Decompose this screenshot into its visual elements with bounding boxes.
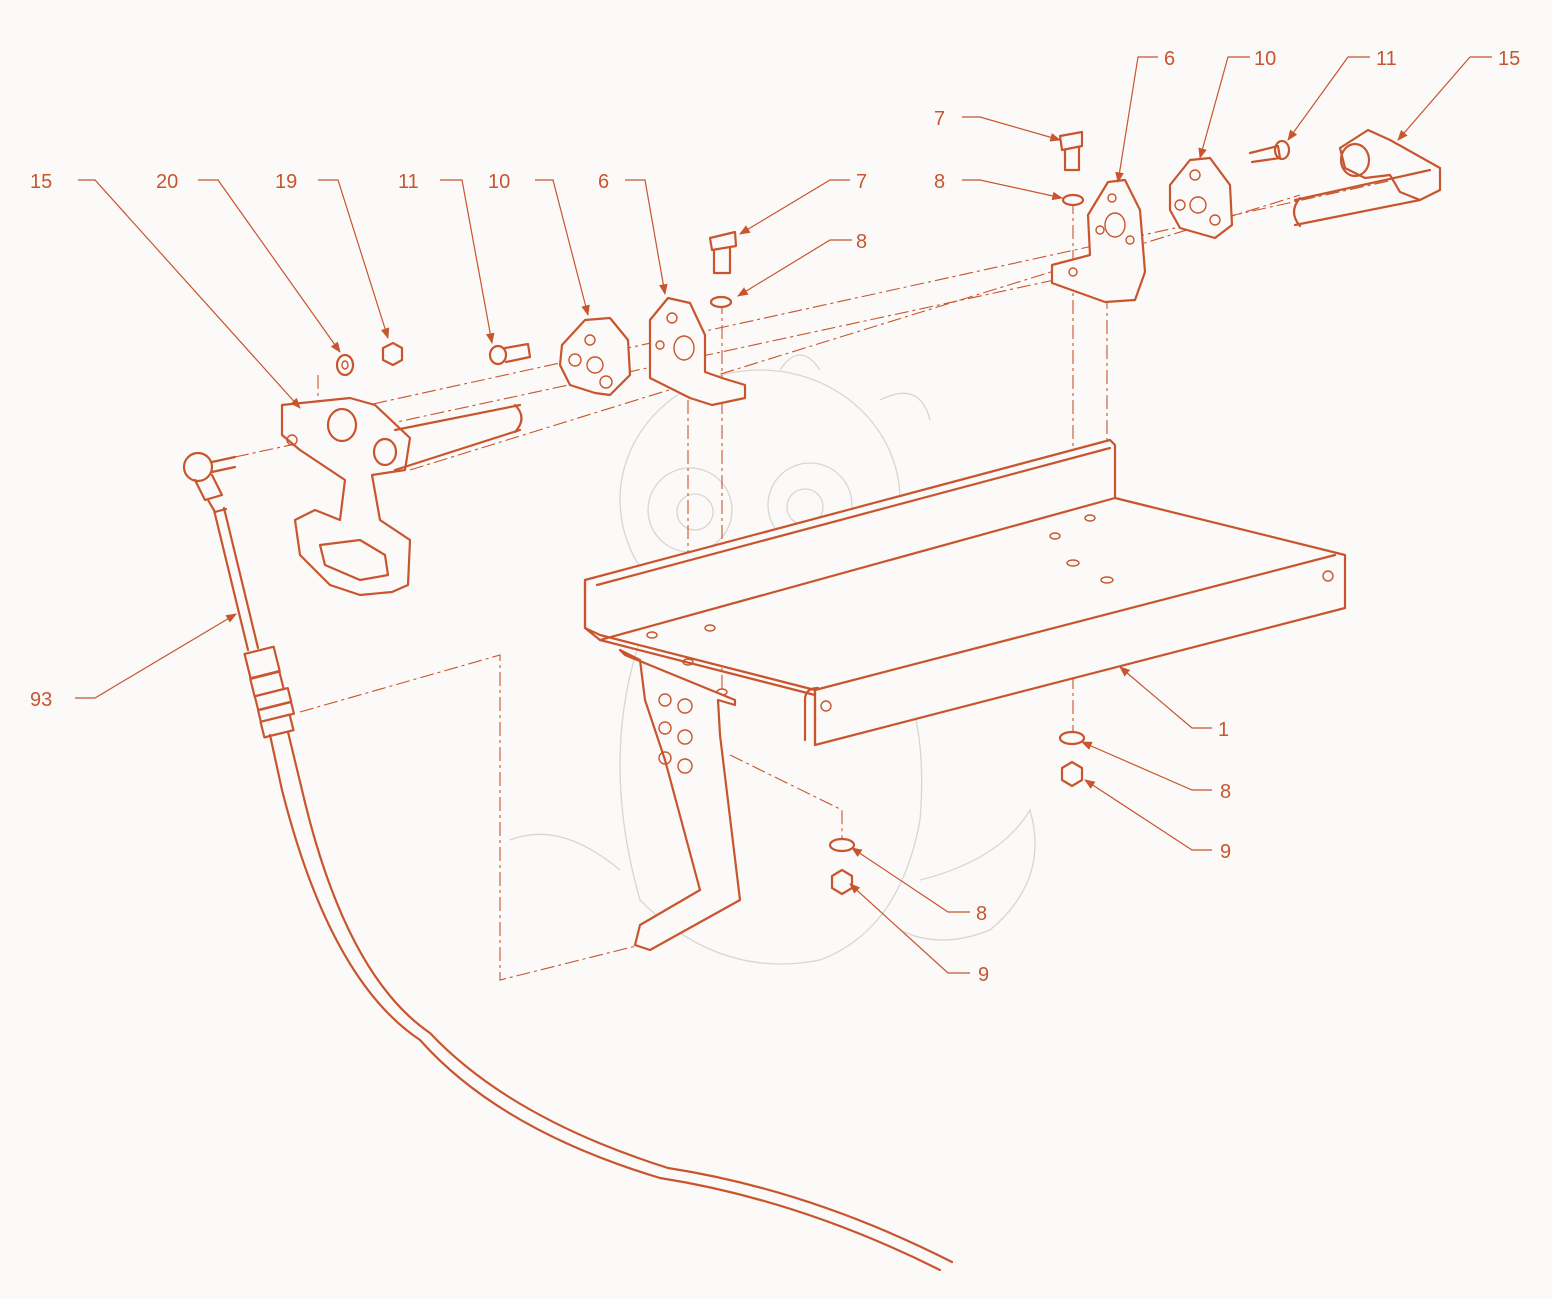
svg-text:11: 11 <box>1376 48 1397 70</box>
callout-9-lower-right: 9 <box>1084 779 1231 863</box>
callout-10-left: 10 <box>488 171 590 317</box>
svg-text:8: 8 <box>1220 781 1231 803</box>
svg-text:93: 93 <box>30 689 52 711</box>
svg-text:19: 19 <box>275 171 297 193</box>
callouts: 15 20 19 11 10 6 7 8 <box>30 48 1520 986</box>
svg-text:15: 15 <box>30 171 52 193</box>
svg-text:8: 8 <box>976 903 987 925</box>
callout-8-lower-middle: 8 <box>851 847 987 925</box>
callout-19: 19 <box>275 171 390 340</box>
callout-1: 1 <box>1119 666 1229 741</box>
svg-text:6: 6 <box>1164 48 1175 70</box>
svg-text:9: 9 <box>978 964 989 986</box>
callout-10-right: 10 <box>1198 48 1276 160</box>
part-15-left-quadrant <box>280 396 523 597</box>
svg-text:10: 10 <box>488 171 510 193</box>
callout-15-right: 15 <box>1397 48 1520 141</box>
svg-text:6: 6 <box>598 171 609 193</box>
callout-8-lower-right: 8 <box>1081 741 1231 803</box>
callout-8-middle: 8 <box>737 231 867 297</box>
callout-15-left: 15 <box>30 171 301 409</box>
svg-text:8: 8 <box>934 171 945 193</box>
callout-9-lower-middle: 9 <box>849 883 989 986</box>
svg-text:15: 15 <box>1498 48 1520 70</box>
svg-text:7: 7 <box>856 171 867 193</box>
callout-20: 20 <box>156 171 341 353</box>
callout-93: 93 <box>30 613 237 711</box>
callout-8-right-top: 8 <box>934 171 1064 201</box>
callout-6-left: 6 <box>598 171 668 296</box>
right-hardware <box>828 128 1442 896</box>
part-1-base-tray <box>583 438 1347 952</box>
callout-11-left: 11 <box>398 171 495 345</box>
left-hardware <box>335 230 747 407</box>
callout-11-right: 11 <box>1287 48 1397 141</box>
part-93-cable <box>182 451 954 1272</box>
svg-text:8: 8 <box>856 231 867 253</box>
callout-7-middle: 7 <box>739 171 867 235</box>
svg-text:9: 9 <box>1220 841 1231 863</box>
svg-text:7: 7 <box>934 108 945 130</box>
svg-text:20: 20 <box>156 171 178 193</box>
callout-7-right: 7 <box>934 108 1062 142</box>
callout-6-right: 6 <box>1115 48 1175 184</box>
svg-text:10: 10 <box>1254 48 1276 70</box>
svg-text:1: 1 <box>1218 719 1229 741</box>
svg-text:11: 11 <box>398 171 419 193</box>
